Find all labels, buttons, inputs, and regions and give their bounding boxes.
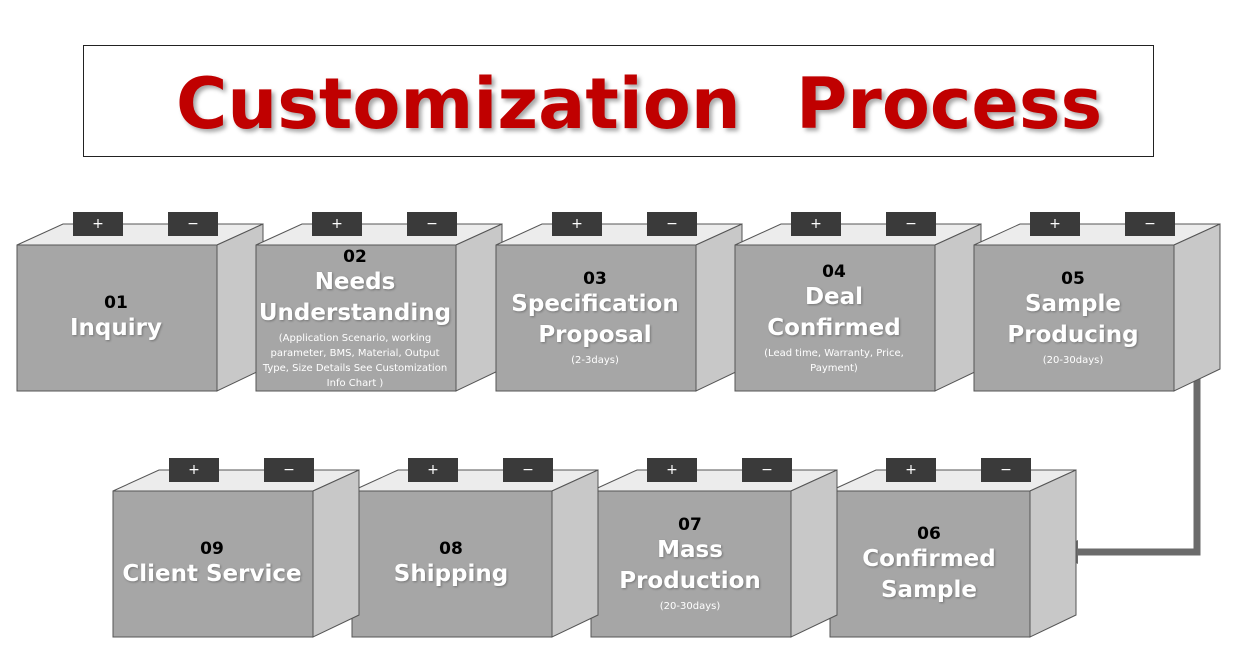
step-05-battery: + − 05 Sample Producing (20-30days) (973, 212, 1224, 397)
step-name: Needs Understanding (258, 268, 452, 326)
step-01-battery: + − 01 Inquiry (16, 212, 267, 397)
plus-terminal-icon: + (886, 458, 936, 482)
battery-face: 01 Inquiry (17, 246, 215, 391)
battery-body (829, 469, 1077, 638)
step-04-battery: + − 04 Deal Confirmed (Lead time, Warran… (734, 212, 985, 397)
battery-face: 06 Confirmed Sample (830, 492, 1028, 637)
minus-terminal-icon: − (1125, 212, 1175, 236)
battery-face: 09 Client Service (113, 492, 311, 637)
step-number: 01 (104, 293, 128, 313)
title-word-customization: Customization (176, 63, 741, 145)
step-06-battery: + − 06 Confirmed Sample (829, 458, 1080, 643)
battery-body (255, 223, 503, 392)
battery-face: 05 Sample Producing (20-30days) (974, 246, 1172, 391)
step-name: Client Service (122, 561, 302, 587)
plus-terminal-icon: + (647, 458, 697, 482)
step-09-battery: + − 09 Client Service (112, 458, 363, 643)
step-number: 04 (822, 261, 846, 282)
step-number: 08 (439, 539, 463, 559)
title-word-process: Process (796, 63, 1103, 145)
plus-terminal-icon: + (552, 212, 602, 236)
step-note: (2-3days) (571, 355, 619, 366)
step-number: 06 (917, 523, 941, 544)
battery-body (495, 223, 743, 392)
minus-terminal-icon: − (407, 212, 457, 236)
step-note: (Application Scenario, working parameter… (262, 332, 448, 389)
minus-terminal-icon: − (168, 212, 218, 236)
step-note: (20-30days) (1042, 355, 1104, 366)
minus-terminal-icon: − (886, 212, 936, 236)
battery-face: 04 Deal Confirmed (Lead time, Warranty, … (735, 246, 933, 391)
battery-face: 07 Mass Production (20-30days) (591, 492, 789, 637)
battery-face: 03 Specification Proposal (2-3days) (496, 246, 694, 391)
battery-face: 08 Shipping (352, 492, 550, 637)
step-name: Sample Producing (1007, 291, 1139, 348)
step-07-battery: + − 07 Mass Production (20-30days) (590, 458, 841, 643)
plus-terminal-icon: + (791, 212, 841, 236)
step-02-battery: + − 02 Needs Understanding (Application … (255, 212, 506, 397)
plus-terminal-icon: + (312, 212, 362, 236)
minus-terminal-icon: − (503, 458, 553, 482)
step-number: 02 (343, 246, 367, 267)
battery-face: 02 Needs Understanding (Application Scen… (256, 246, 454, 391)
step-number: 05 (1061, 269, 1085, 289)
step-name: Confirmed Sample (862, 545, 996, 603)
minus-terminal-icon: − (264, 458, 314, 482)
step-note: (Lead time, Warranty, Price, Payment) (764, 347, 904, 374)
minus-terminal-icon: − (981, 458, 1031, 482)
title-box: Customization Process (83, 45, 1154, 157)
step-name: Specification Proposal (511, 291, 679, 348)
battery-body (112, 469, 360, 638)
plus-terminal-icon: + (1030, 212, 1080, 236)
step-name: Inquiry (70, 315, 162, 341)
step-name: Shipping (393, 561, 509, 587)
minus-terminal-icon: − (742, 458, 792, 482)
plus-terminal-icon: + (408, 458, 458, 482)
step-note: (20-30days) (659, 601, 721, 612)
step-number: 03 (583, 269, 607, 289)
step-03-battery: + − 03 Specification Proposal (2-3days) (495, 212, 746, 397)
plus-terminal-icon: + (73, 212, 123, 236)
step-08-battery: + − 08 Shipping (351, 458, 602, 643)
step-number: 07 (678, 515, 702, 535)
plus-terminal-icon: + (169, 458, 219, 482)
battery-body (734, 223, 982, 392)
step-name: Mass Production (619, 537, 761, 594)
minus-terminal-icon: − (647, 212, 697, 236)
step-number: 09 (200, 539, 224, 559)
step-name: Deal Confirmed (767, 283, 901, 341)
